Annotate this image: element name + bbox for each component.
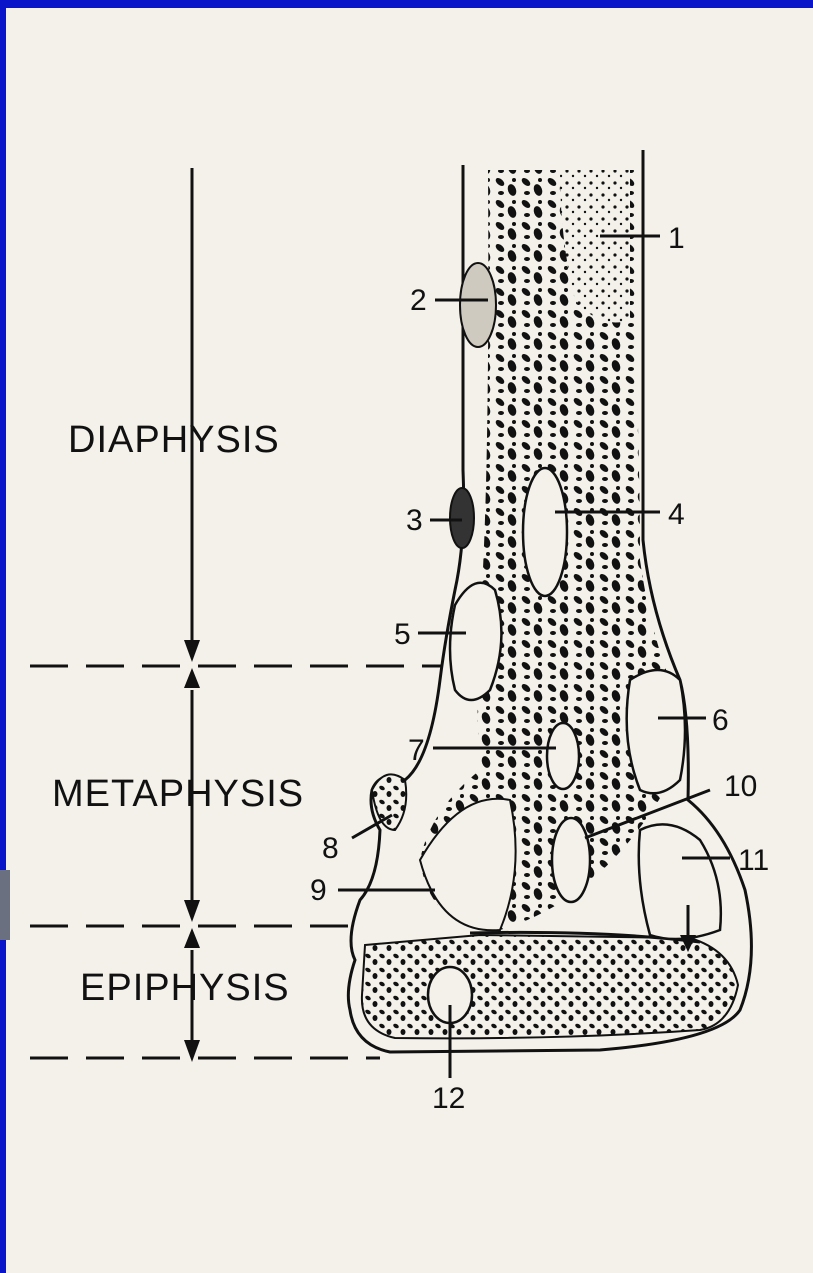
label-3: 3 xyxy=(406,504,423,537)
metaphysis-arrow-up xyxy=(184,668,200,688)
label-2: 2 xyxy=(410,284,427,317)
diaphysis-arrow-head xyxy=(184,640,200,662)
lesion-7 xyxy=(547,723,579,789)
metaphysis-label: METAPHYSIS xyxy=(52,773,304,815)
label-7: 7 xyxy=(408,734,425,767)
label-12: 12 xyxy=(432,1082,465,1115)
epiphysis-label: EPIPHYSIS xyxy=(80,967,290,1009)
epiphysis-arrow-up xyxy=(184,928,200,948)
label-9: 9 xyxy=(310,874,327,907)
epiphysis-arrow-down xyxy=(184,1040,200,1062)
label-4: 4 xyxy=(668,498,685,531)
label-8: 8 xyxy=(322,832,339,865)
lesion-3 xyxy=(450,488,474,548)
label-6: 6 xyxy=(712,704,729,737)
label-1: 1 xyxy=(668,222,685,255)
label-5: 5 xyxy=(394,618,411,651)
lesion-10 xyxy=(552,818,590,902)
metaphysis-arrow-down xyxy=(184,900,200,922)
bone xyxy=(348,150,751,1052)
lesion-2 xyxy=(460,263,496,347)
diaphysis-label: DIAPHYSIS xyxy=(68,419,280,461)
lesion-6 xyxy=(627,670,685,793)
label-11: 11 xyxy=(738,844,769,877)
region-arrows xyxy=(184,168,200,1062)
lesion-5 xyxy=(450,583,501,700)
label-10: 10 xyxy=(724,770,757,803)
epiphysis-bone xyxy=(362,935,738,1038)
lesion-4 xyxy=(523,468,567,596)
